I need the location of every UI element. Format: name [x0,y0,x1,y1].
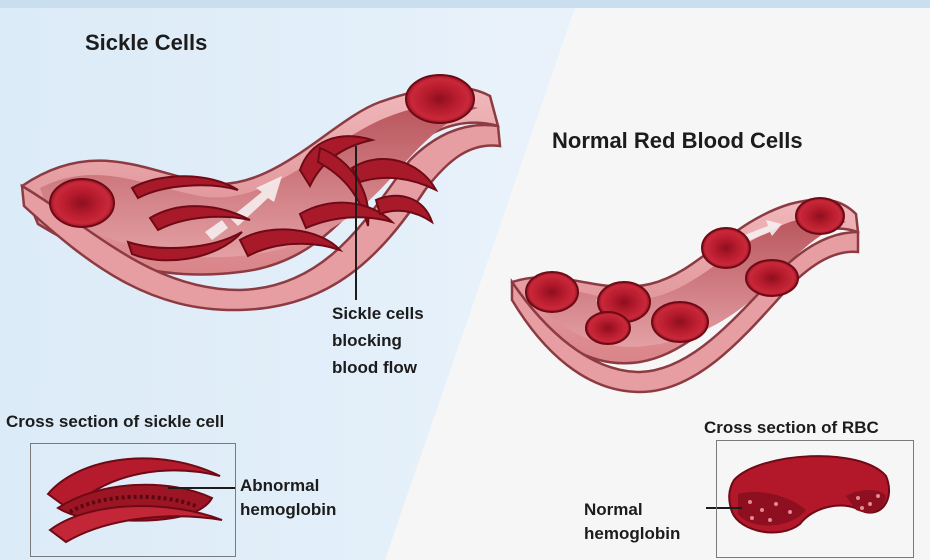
rbc-cell [652,302,708,342]
rbc-cross-section-box [716,440,914,558]
sickle-cells-title: Sickle Cells [85,30,207,56]
rbc-cell [746,260,798,296]
rbc-cell [702,228,750,268]
abnormal-hemoglobin-label: Abnormal hemoglobin [240,474,336,522]
sickle-cross-section-box [30,443,236,557]
sickle-cross-section-title: Cross section of sickle cell [6,412,224,432]
normal-hemoglobin-label: Normal hemoglobin [584,498,680,546]
rbc-cross-section-title: Cross section of RBC [704,418,879,438]
rbc-cell [50,179,114,227]
normal-rbc-title: Normal Red Blood Cells [552,128,803,154]
rbc-cell [526,272,578,312]
rbc-cell [796,198,844,234]
rbc-cell [586,312,630,344]
sickle-callout-label: Sickle cells blocking blood flow [332,300,424,381]
rbc-cell [406,75,474,123]
